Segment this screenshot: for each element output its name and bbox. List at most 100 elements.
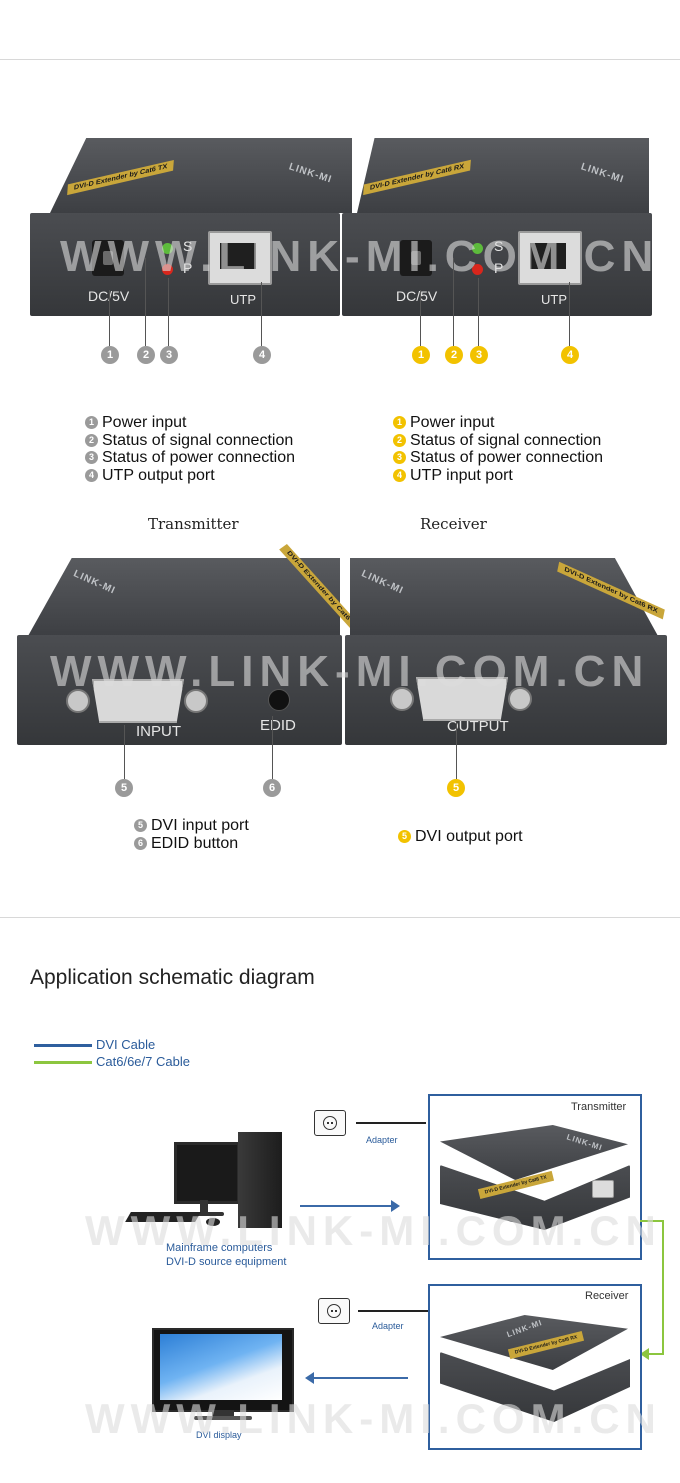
rx-power-led [472,264,483,275]
tx-dc-label: DC/5V [88,288,129,304]
adapter-label-bottom: Adapter [372,1321,404,1331]
tx-utp-port [208,231,272,285]
rx-box-top [350,558,658,636]
rx-dc-label: DC/5V [396,288,438,304]
computer-icon [125,1130,288,1230]
callout-number: 5 [447,779,465,797]
caption-receiver: Receiver [420,515,487,533]
cat6-arrowhead [640,1348,649,1360]
tx-utp-label: UTP [230,292,256,307]
tx-signal-led [162,243,173,254]
section-divider [0,917,680,918]
source-label-line1: Mainframe computers [166,1242,273,1254]
tx-box-top [28,558,340,636]
cat6-cable [645,1353,664,1355]
callout-number: 6 [263,779,281,797]
power-cord [356,1122,426,1124]
rx-dc-jack [400,240,432,276]
callout-number: 1 [101,346,119,364]
callout-line [569,282,570,346]
display-icon [152,1328,294,1424]
edid-button [268,689,290,711]
callout-line [145,258,146,346]
tx-dvi-port [66,673,208,725]
callout-line [453,258,454,346]
callout-line [478,278,479,346]
rx-box-front [342,213,652,316]
rear-watermark: WWW.LINK-MI.COM.CN [60,232,660,281]
top-divider [0,59,680,60]
rx-led-p-label: P [494,260,504,276]
edid-label: EDID [260,717,296,734]
callout-line [272,716,273,779]
rx-dvi-port [390,671,532,723]
callout-number: 2 [137,346,155,364]
adapter-label-top: Adapter [366,1135,398,1145]
rx-signal-led [472,243,483,254]
callout-line [124,725,125,779]
tx-dc-jack [92,240,124,276]
legend-label-dvi: DVI Cable [96,1037,156,1052]
cat6-cable [662,1220,664,1354]
dvi-cable-arrow-to-display [305,1372,408,1384]
tx-box-front [30,213,340,316]
callout-line [456,722,457,779]
legend-swatch-cat6 [34,1061,92,1064]
callout-number: 1 [412,346,430,364]
cat6-cable [640,1220,664,1222]
callout-number: 4 [253,346,271,364]
callout-line [261,282,262,346]
outlet-icon [318,1298,350,1324]
callout-line [109,290,110,346]
tx-input-label: INPUT [136,723,181,740]
rx-led-s-label: S [494,238,504,254]
front-panel-photo: LINK-MI DVI-D Extender by Cat6 TX INPUT … [0,543,680,755]
callout-number: 5 [115,779,133,797]
schematic-watermark: WWW.LINK-MI.COM.CN [85,1207,662,1254]
callout-number: 2 [445,346,463,364]
legend-swatch-dvi [34,1044,92,1047]
dvi-cable-arrow-to-tx [300,1200,400,1212]
rx-utp-port [518,231,582,285]
receiver-frame [428,1284,642,1450]
schematic-title: Application schematic diagram [30,966,315,989]
outlet-icon [314,1110,346,1136]
rear-panel-photo: DVI-D Extender by Cat6 TX LINK-MI DC/5V … [0,130,680,330]
caption-transmitter: Transmitter [148,515,239,533]
display-label: DVI display [196,1430,242,1440]
callout-line [168,278,169,346]
callout-number: 3 [160,346,178,364]
receiver-frame-label: Receiver [585,1290,629,1302]
tx-led-s-label: S [183,238,193,254]
tx-led-p-label: P [183,260,193,276]
rx-output-label: OUTPUT [447,718,509,735]
tx-box-top [50,138,352,213]
power-cord [358,1310,428,1312]
source-label-line2: DVI-D source equipment [166,1256,287,1268]
callout-number: 3 [470,346,488,364]
tx-device-rj45 [592,1180,614,1198]
schematic-watermark: WWW.LINK-MI.COM.CN [85,1395,662,1442]
rx-utp-label: UTP [541,292,567,307]
callout-line [420,290,421,346]
legend-label-cat6: Cat6/6e/7 Cable [96,1054,190,1069]
transmitter-frame-label: Transmitter [571,1101,627,1113]
tx-power-led [162,264,173,275]
callout-number: 4 [561,346,579,364]
front-watermark: WWW.LINK-MI.COM.CN [50,647,650,696]
